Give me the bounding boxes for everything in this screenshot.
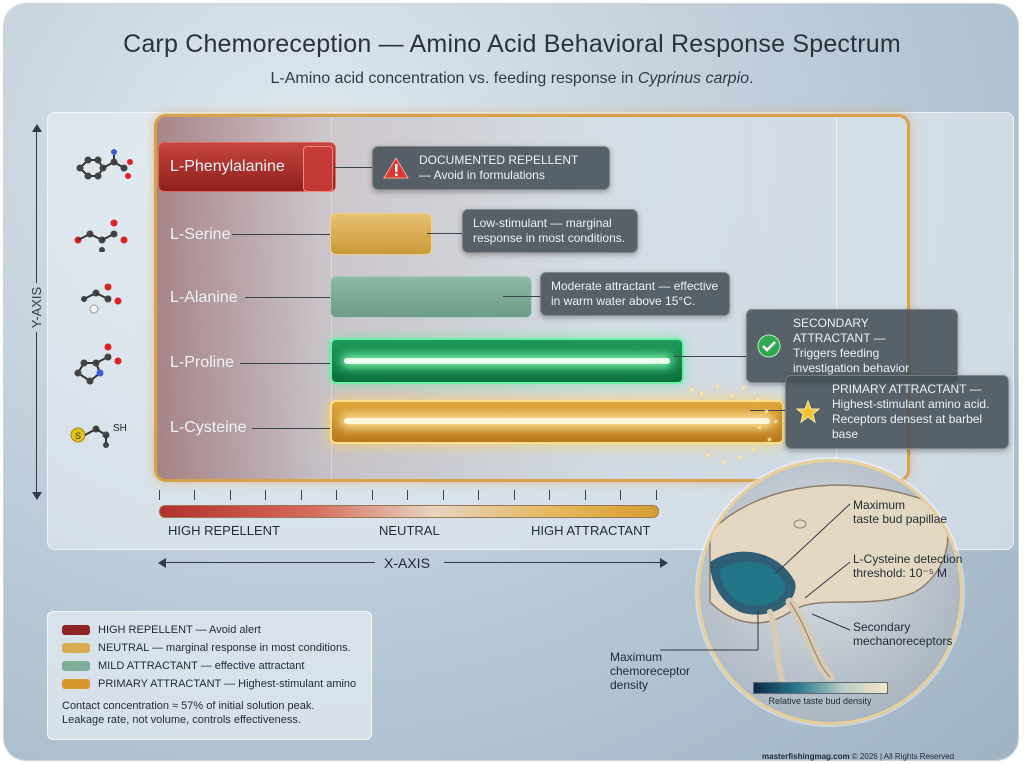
connector-proline-label [240,363,330,364]
legend-note-leakage: Leakage rate, not volume, controls effec… [62,714,301,726]
response-gradient-scale [159,505,659,518]
inset-label-cysteine-threshold: L-Cysteine detection threshold: 10⁻⁵ M [853,552,962,580]
legend-label: NEUTRAL — marginal response in most cond… [98,642,351,654]
legend-swatch [62,679,90,690]
y-axis-arrow-up [32,124,42,132]
taste-bud-density-scale [753,682,888,694]
alanine-molecule-icon [81,283,122,314]
connector-callout-phenylalanine [334,167,372,168]
proline-molecule-icon [74,343,122,385]
star-icon [796,400,820,424]
serine-molecule-icon [74,219,128,252]
barbel-inset [697,459,963,725]
x-axis-line-left [165,562,375,563]
carp-barbel-illustration [709,484,949,690]
x-axis-ticks [159,490,659,502]
row-label-cysteine: L-Cysteine [170,419,247,436]
callout-cysteine-title: PRIMARY ATTRACTANT — [832,382,982,396]
connector-cysteine-label [252,428,330,429]
x-axis-label: X-AXIS [384,555,430,571]
inset-label-line: chemoreceptor [610,664,691,678]
x-axis-arrow-left [158,558,166,568]
cysteine-molecule-icon: S SH [70,423,127,448]
connector-alanine-label [245,297,330,298]
callout-serine-text: Low-stimulant — marginal response in mos… [473,216,626,245]
bar-phenylalanine [158,142,336,192]
legend-label: MILD ATTRACTANT — effective attractant [98,660,305,672]
bar-cysteine [330,400,784,444]
warning-icon [383,157,409,179]
subtitle-suffix: . [749,70,754,87]
connector-callout-alanine [503,296,540,297]
callout-proline-text: Triggers feeding investigation behavior [793,346,910,375]
footer-rights: © 2026 | All Rights Reserved [849,752,955,761]
legend-item-primary-attractant: PRIMARY ATTRACTANT — Highest-stimulant a… [62,678,356,690]
cysteine-s-label: S [75,431,81,441]
scale-label-high-repellent: HIGH REPELLENT [168,523,280,538]
inset-label-line: density [610,678,649,692]
callout-proline: SECONDARY ATTRACTANT — Triggers feeding … [746,309,958,383]
inset-label-max-papillae: Maximum taste bud papillae [853,498,947,526]
page-title: Carp Chemoreception — Amino Acid Behavio… [123,30,901,58]
x-axis-line-right [444,562,660,563]
callout-phenylalanine: DOCUMENTED REPELLENT — Avoid in formulat… [372,146,610,190]
row-label-phenylalanine: L-Phenylalanine [170,158,285,175]
legend-item-high-repellent: HIGH REPELLENT — Avoid alert [62,624,261,636]
inset-label-line: threshold: 10⁻⁵ M [853,566,948,580]
callout-cysteine-text: Highest-stimulant amino acid. Receptors … [832,397,990,441]
legend-swatch [62,661,90,672]
inset-leader-lines [660,503,851,651]
phenylalanine-molecule-icon [76,149,133,180]
connector-callout-proline [674,356,746,357]
check-icon [757,334,781,358]
legend-swatch [62,643,90,654]
callout-serine: Low-stimulant — marginal response in mos… [462,209,638,253]
bar-proline [330,338,684,384]
inset-label-secondary-mechanoreceptors: Secondary mechanoreceptors [853,620,952,648]
inset-label-line: taste bud papillae [853,512,948,526]
callout-alanine-text: Moderate attractant — effective in warm … [551,279,719,308]
x-axis-arrow-right [660,558,668,568]
subtitle-prefix: L-Amino acid concentration vs. feeding r… [270,70,638,87]
legend-item-mild-attractant: MILD ATTRACTANT — effective attractant [62,660,304,672]
legend: HIGH REPELLENT — Avoid alert NEUTRAL — m… [47,611,372,740]
bar-serine [330,213,432,255]
inset-label-line: mechanoreceptors [853,634,953,648]
inset-label-line: L-Cysteine detection [853,552,963,566]
cysteine-sh-label: SH [113,423,127,434]
footer-copyright: masterfishingmag.com © 2026 | All Rights… [762,752,954,761]
y-axis-label: Y-AXIS [29,282,45,333]
row-label-serine: L-Serine [170,226,231,243]
inset-label-max-chemoreceptor: Maximum chemoreceptor density [610,650,690,692]
connector-serine-label [232,234,330,235]
taste-bud-density-label: Relative taste bud density [768,696,872,706]
callout-phenylalanine-title: DOCUMENTED REPELLENT [419,153,579,167]
legend-note-concentration: Contact concentration ≈ 57% of initial s… [62,700,315,712]
scale-label-neutral: NEUTRAL [379,523,440,538]
row-label-alanine: L-Alanine [170,289,238,306]
connector-callout-serine [427,233,462,234]
scale-label-high-attractant: HIGH ATTRACTANT [531,523,651,538]
legend-label: PRIMARY ATTRACTANT — Highest-stimulant a… [98,678,357,690]
callout-phenylalanine-text: — Avoid in formulations [419,168,545,182]
subtitle-species: Cyprinus carpio [637,70,750,87]
row-label-proline: L-Proline [170,354,235,371]
legend-item-neutral: NEUTRAL — marginal response in most cond… [62,642,351,654]
callout-proline-title: SECONDARY ATTRACTANT — [793,316,886,345]
legend-label: HIGH REPELLENT — Avoid alert [98,624,261,636]
callout-alanine: Moderate attractant — effective in warm … [540,272,730,316]
inset-label-line: Maximum [853,498,906,512]
bar-alanine [330,276,532,318]
page-subtitle: L-Amino acid concentration vs. feeding r… [0,70,1024,88]
legend-swatch [62,625,90,636]
inset-label-line: Maximum [610,650,663,664]
callout-cysteine: PRIMARY ATTRACTANT — Highest-stimulant a… [785,375,1009,449]
footer-site: masterfishingmag.com [762,752,850,761]
y-axis-arrow-down [32,492,42,500]
inset-label-line: Secondary [853,620,911,634]
